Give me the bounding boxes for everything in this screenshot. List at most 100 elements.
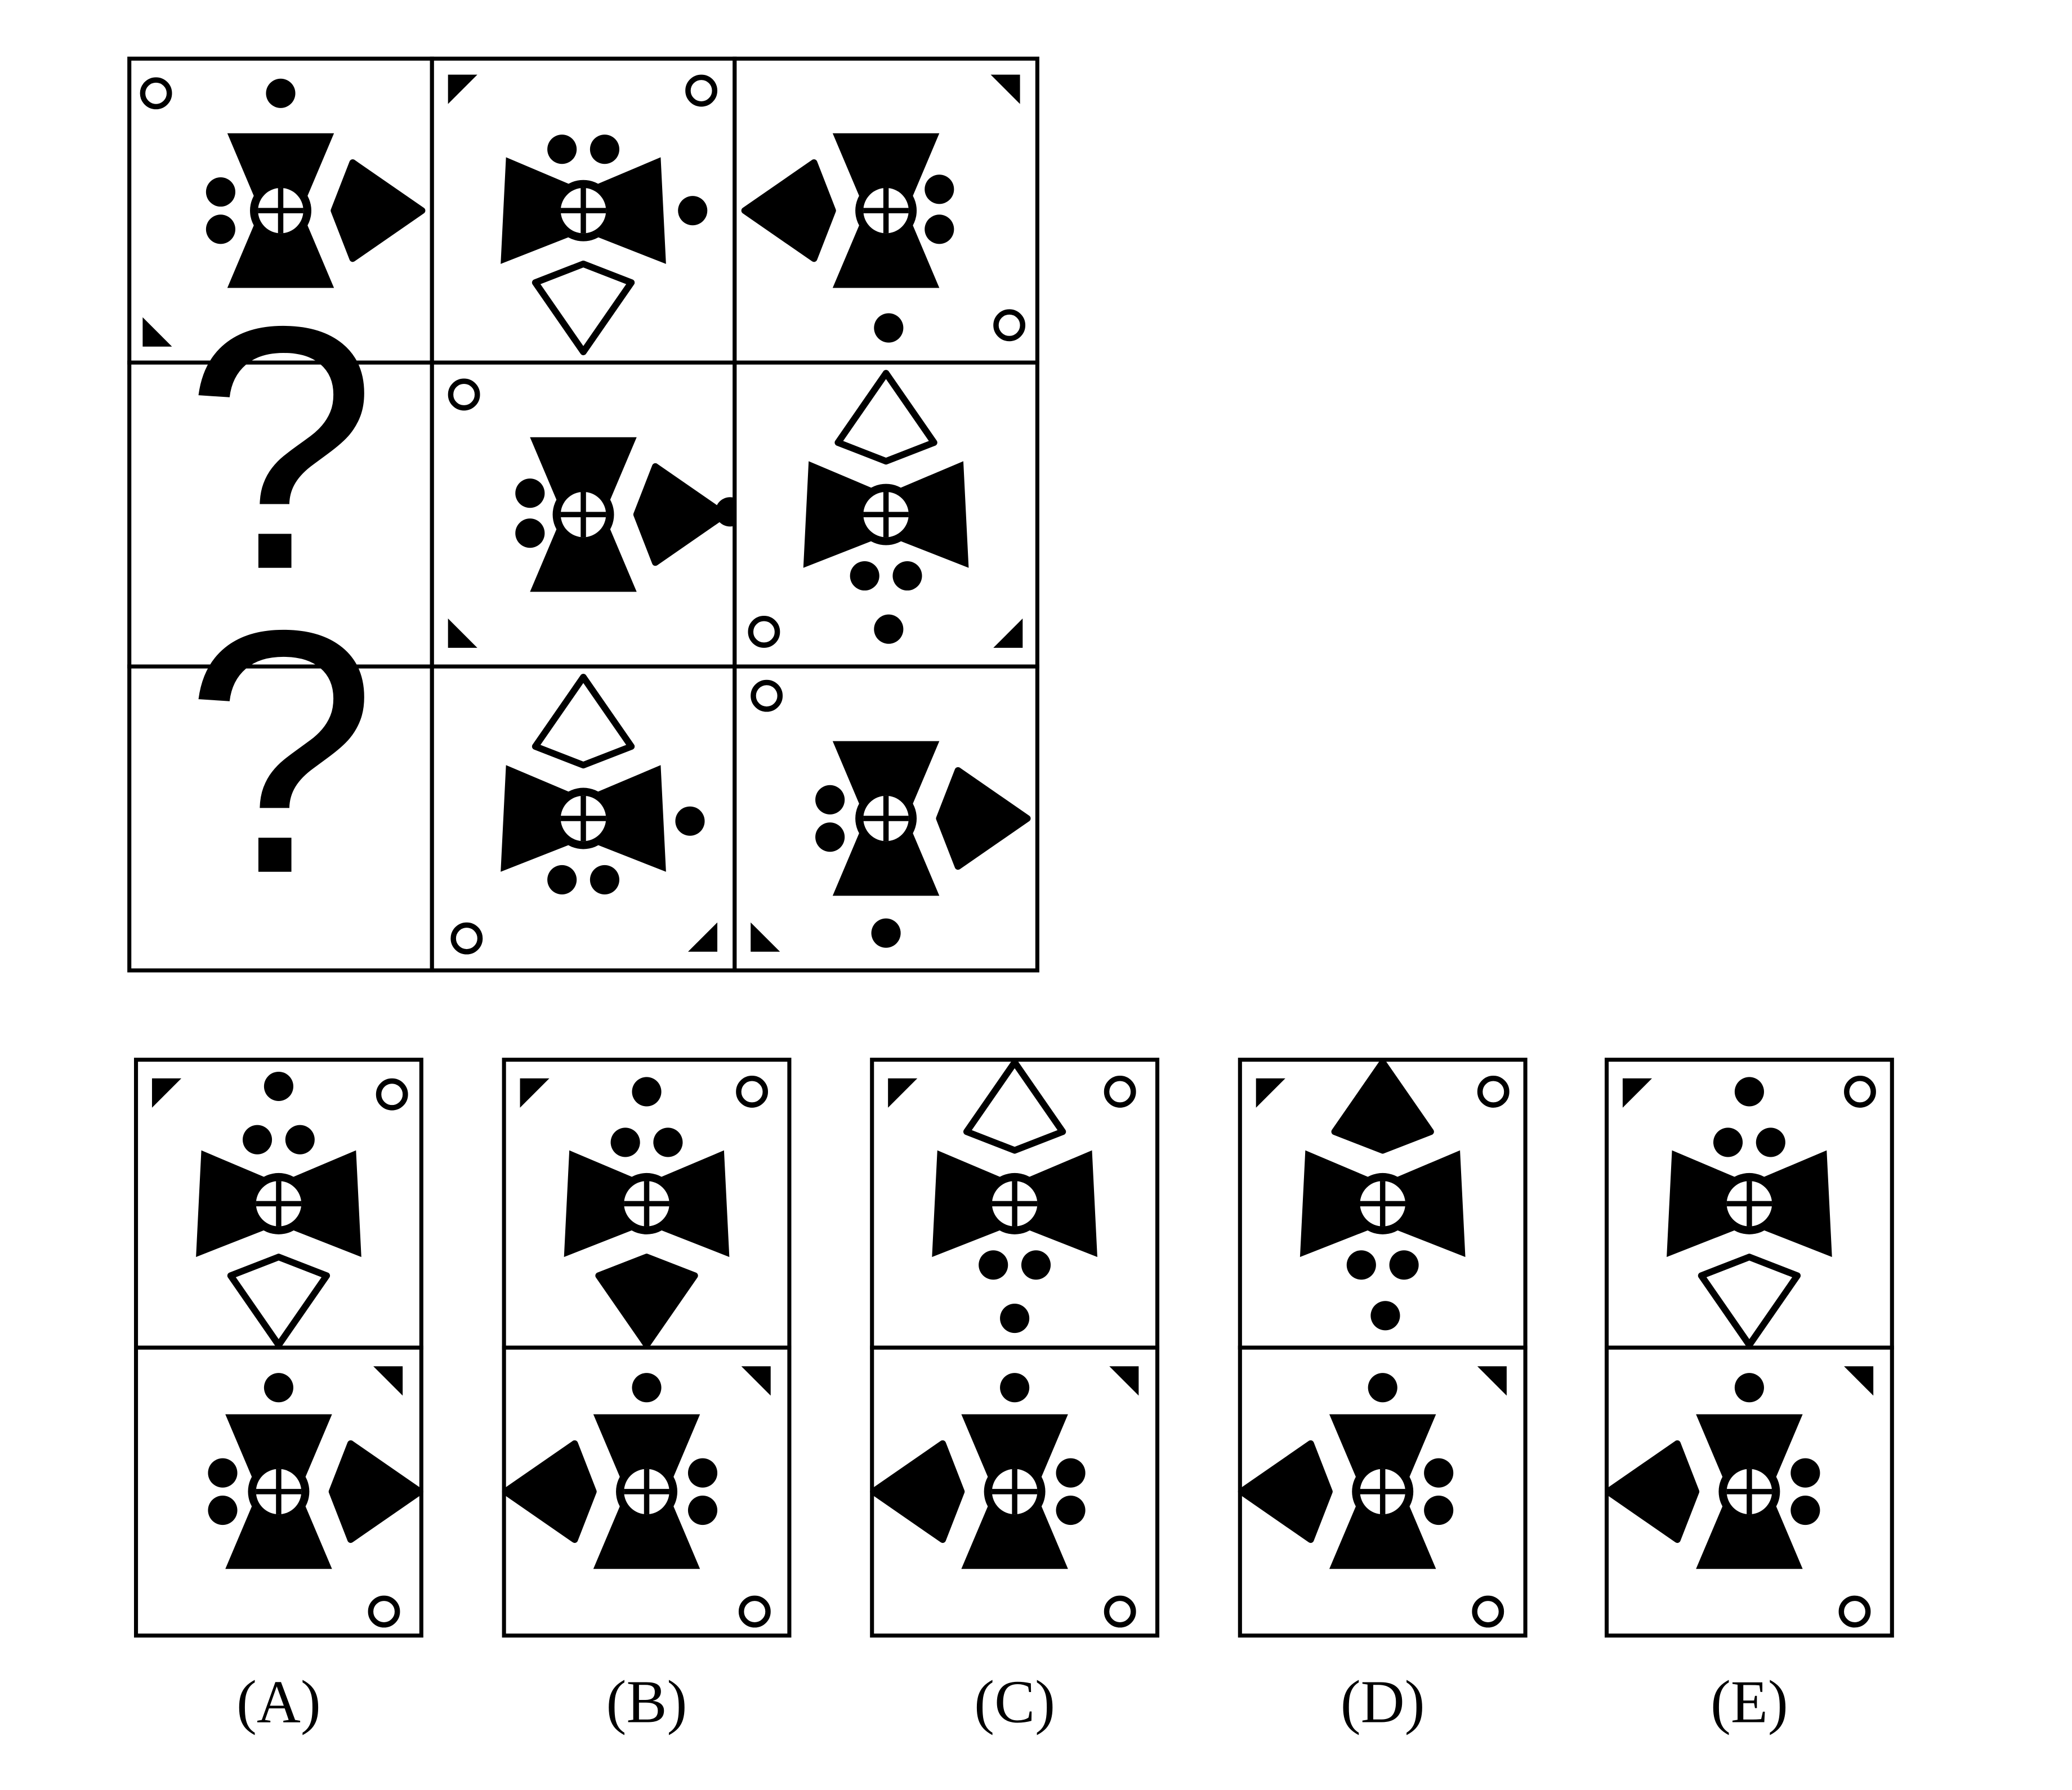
wedge-shape — [1022, 1150, 1097, 1258]
wedge-shape — [961, 1500, 1068, 1569]
kite-arrow-shape — [227, 1254, 331, 1349]
dot-icon — [206, 177, 235, 207]
dot-icon — [874, 614, 904, 644]
dot-icon — [1346, 1250, 1376, 1280]
dot-icon — [242, 1125, 273, 1154]
wedge-shape — [1696, 1414, 1803, 1484]
dot-icon — [1021, 1250, 1051, 1280]
dot-icon — [653, 1127, 683, 1157]
option-bottom-cell — [1604, 1345, 1894, 1638]
corner-triangle-icon — [687, 922, 718, 952]
option-bottom-cell — [133, 1345, 423, 1638]
dot-icon — [1713, 1127, 1743, 1157]
kite-arrow-shape — [595, 1254, 698, 1349]
dot-icon — [871, 918, 901, 948]
wedge-shape — [287, 1150, 361, 1258]
option-top-cell — [1604, 1058, 1894, 1350]
option-top-cell — [502, 1058, 792, 1350]
kite-arrow-shape — [1604, 1440, 1700, 1543]
dot-icon — [264, 1071, 293, 1102]
dot-icon — [632, 1077, 662, 1107]
option-label: (B) — [606, 1669, 687, 1736]
wedge-shape — [196, 1150, 271, 1258]
wedge-shape — [593, 1500, 700, 1569]
kite-arrow-shape — [331, 159, 426, 262]
dot-icon — [1389, 1250, 1419, 1280]
option-c[interactable]: (C) — [870, 1058, 1160, 1736]
option-bottom-cell — [502, 1345, 792, 1638]
ring-icon — [1104, 1595, 1136, 1628]
option-d[interactable]: (D) — [1238, 1058, 1528, 1736]
dot-icon — [815, 822, 845, 852]
dot-icon — [1056, 1458, 1086, 1488]
dot-icon — [815, 785, 845, 815]
dot-icon — [1424, 1458, 1454, 1488]
wedge-shape — [1696, 1500, 1803, 1569]
matrix-cell-r1c3 — [733, 56, 1039, 365]
option-b[interactable]: (B) — [502, 1058, 792, 1736]
dot-icon — [515, 518, 545, 548]
option-e[interactable]: (E) — [1604, 1058, 1894, 1736]
matrix-cell-r3c2 — [430, 664, 737, 973]
corner-triangle-icon — [990, 74, 1020, 104]
kite-arrow-shape — [328, 1440, 423, 1543]
dot-icon — [547, 135, 577, 164]
ring-icon — [140, 77, 172, 110]
wedge-shape — [894, 461, 969, 568]
dot-icon — [1000, 1303, 1030, 1333]
dot-icon — [678, 196, 708, 226]
dot-icon — [1790, 1495, 1820, 1525]
kite-arrow-shape — [1331, 1059, 1434, 1154]
option-top-cell — [133, 1058, 423, 1350]
matrix-cell-r2c2 — [430, 360, 745, 669]
option-label: (D) — [1341, 1669, 1425, 1736]
corner-triangle-icon — [1477, 1366, 1507, 1396]
option-top-cell — [1238, 1058, 1528, 1350]
matrix-cell-r2c3 — [733, 360, 1039, 669]
wedge-shape — [832, 826, 940, 896]
dot-icon — [874, 313, 904, 343]
dot-icon — [266, 78, 296, 108]
wedge-shape — [564, 1150, 639, 1258]
ring-icon — [748, 616, 780, 648]
wedge-shape — [932, 1150, 1007, 1258]
kite-arrow-shape — [870, 1440, 965, 1543]
question-mark: ? — [184, 255, 377, 642]
ring-icon — [993, 309, 1026, 342]
wedge-shape — [225, 1500, 332, 1569]
option-bottom-cell — [1238, 1345, 1528, 1638]
option-label: (E) — [1711, 1669, 1788, 1736]
dot-icon — [925, 174, 954, 204]
ring-icon — [450, 922, 483, 955]
dot-icon — [1424, 1495, 1454, 1525]
wedge-shape — [591, 765, 666, 872]
corner-triangle-icon — [888, 1078, 918, 1108]
dot-icon — [687, 1458, 718, 1488]
kite-arrow-shape — [963, 1059, 1066, 1154]
kite-arrow-shape — [532, 674, 635, 769]
ring-icon — [738, 1595, 771, 1628]
answer-options: (A) (B) (C) (D) (E) — [133, 1058, 1894, 1736]
ring-icon — [1844, 1076, 1876, 1108]
dot-icon — [590, 865, 619, 894]
option-bottom-cell — [870, 1345, 1160, 1638]
ring-icon — [448, 378, 480, 411]
dot-icon — [208, 1495, 238, 1525]
ring-icon — [736, 1076, 769, 1108]
dot-icon — [1734, 1077, 1764, 1107]
wedge-shape — [832, 741, 940, 811]
kite-arrow-shape — [1238, 1440, 1333, 1543]
dot-icon — [1734, 1373, 1764, 1403]
option-label: (C) — [974, 1669, 1055, 1736]
option-a[interactable]: (A) — [133, 1058, 423, 1736]
ring-icon — [1477, 1076, 1510, 1108]
wedge-shape — [501, 157, 575, 264]
kite-arrow-shape — [741, 159, 836, 262]
dot-icon — [925, 214, 954, 244]
dot-icon — [687, 1495, 718, 1525]
dot-icon — [1000, 1373, 1030, 1403]
ring-icon — [368, 1595, 400, 1628]
wedge-shape — [1329, 1414, 1436, 1484]
question-mark: ? — [184, 559, 377, 946]
